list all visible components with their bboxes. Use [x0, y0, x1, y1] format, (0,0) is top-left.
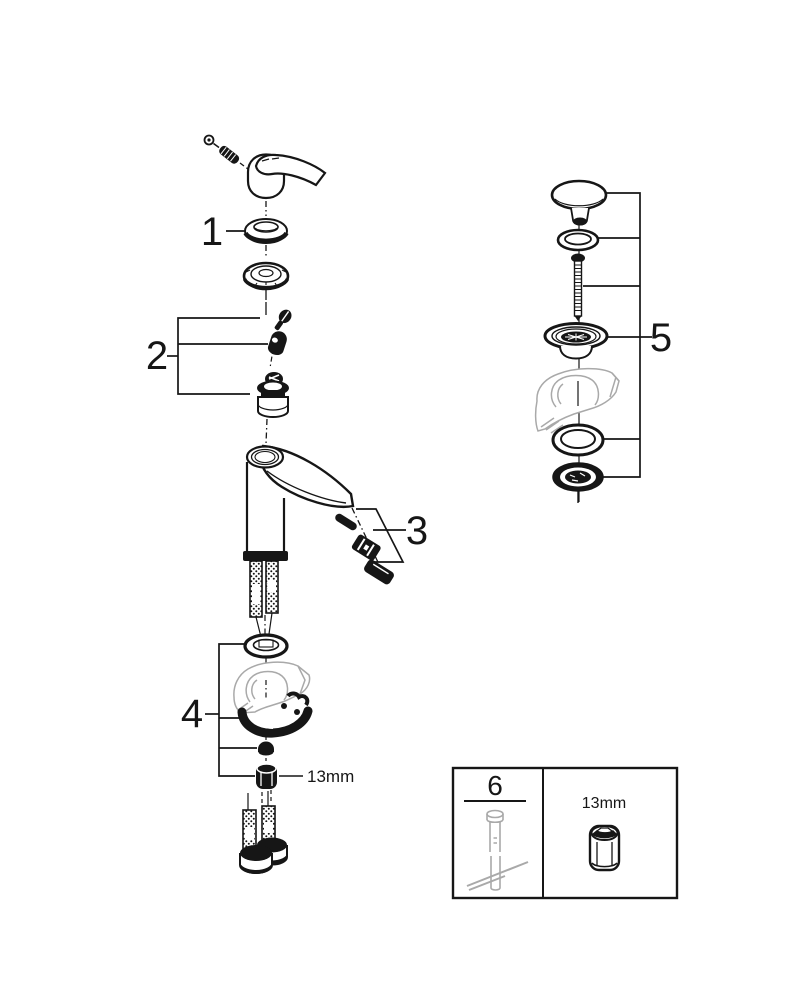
cartridge-icon [257, 372, 289, 418]
callout-4-label: 4 [181, 692, 203, 736]
hex-nut-icon [256, 763, 277, 789]
callout-2-label: 2 [146, 334, 168, 378]
handle-screw-icon [203, 134, 253, 173]
callout-1: 1 [201, 210, 245, 254]
callout-3-label: 3 [406, 509, 428, 553]
callout-1-label: 1 [201, 210, 223, 254]
hex-socket-icon [588, 824, 621, 872]
mounting-studs-icon [249, 560, 279, 642]
callout-2: 2 [146, 317, 268, 395]
detail-box: 6 13mm [451, 766, 679, 900]
drain-screw-icon [571, 253, 585, 321]
drain-seal-icon [551, 423, 605, 457]
faucet-body-icon [243, 444, 355, 561]
dome-nut-icon [257, 741, 275, 757]
mounting-bracket-icon [237, 691, 313, 738]
sink-silhouette-icon [534, 367, 620, 434]
drain-plug-icon [550, 179, 608, 226]
tool-size-label: 13mm [582, 795, 626, 812]
centerline [265, 418, 268, 445]
hex-size-annotation: 13mm [279, 767, 354, 786]
callout-4: 4 [181, 643, 257, 777]
callout-5-label: 5 [650, 316, 672, 360]
handle-ring-icon [243, 218, 289, 244]
hex-size-label: 13mm [307, 767, 354, 786]
cartridge-nut-icon [267, 331, 287, 356]
drain-strainer-icon [552, 462, 604, 503]
aerator-group-icon [335, 507, 394, 585]
escutcheon-cap-icon [242, 261, 290, 291]
callout-6-label: 6 [487, 770, 503, 801]
base-ring-icon [243, 633, 289, 659]
callout-3: 3 [356, 508, 428, 563]
supply-hoses-icon [239, 790, 288, 874]
lever-handle-icon [246, 153, 327, 216]
sink-deck-silhouette-icon [233, 661, 311, 714]
cartridge-screw-icon [269, 309, 292, 369]
mounting-tool-icon [466, 809, 529, 891]
drain-washer-icon [556, 228, 600, 252]
callout-5: 5 [583, 192, 672, 478]
drain-flange-icon [543, 322, 609, 360]
